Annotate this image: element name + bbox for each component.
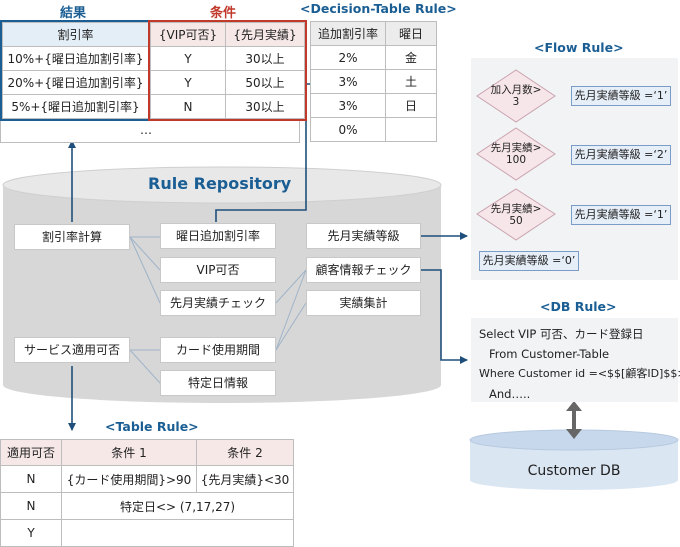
rule-vip[interactable]: VIP可否 [160, 257, 276, 283]
flow-diamond-1-line1: 加入月数> [490, 84, 542, 96]
condition-cell: 30以上 [225, 46, 305, 71]
table-rule-header-cond1: 条件 1 [61, 439, 197, 466]
repository-title: Rule Repository [148, 174, 292, 193]
flow-diamond-3-label: 先月実績> 50 [477, 203, 555, 227]
rule-service-applicability[interactable]: サービス適用可否 [14, 337, 130, 363]
table-rule-cell: {先月実績}<30 [196, 465, 294, 493]
decision-cell: 金 [385, 45, 437, 70]
table-rule-cell-merged [61, 519, 294, 547]
flow-result-4: 先月実績等級 =‘0’ [479, 251, 579, 271]
rule-weekday-discount[interactable]: 曜日追加割引率 [160, 223, 276, 249]
flow-result-3: 先月実績等級 =‘1’ [571, 205, 671, 225]
table-rule-cell: N [0, 492, 62, 520]
condition-cell: 50以上 [225, 70, 305, 95]
table-rule-title: <Table Rule> [105, 419, 199, 434]
decision-table-title: <Decision-Table Rule> [300, 1, 457, 16]
flow-rule-title: <Flow Rule> [534, 40, 624, 55]
flow-diamond-2-line1: 先月実績> [490, 142, 542, 154]
decision-cell: 土 [385, 69, 437, 94]
result-row-2: 20%+{曜日追加割引率} [2, 70, 149, 95]
db-rule-line-1: Select VIP 可否、カード登録日 [479, 327, 644, 341]
flow-diamond-2 [476, 127, 556, 181]
db-double-arrow [566, 401, 582, 439]
db-rule-line-3: Where Customer id =<$$[顧客ID]$$> [479, 367, 680, 380]
decision-header-weekday: 曜日 [385, 21, 437, 46]
decision-table: 追加割引率 曜日 2%金 3%土 3%日 0% [310, 21, 437, 142]
condition-header-last-month: {先月実績} [225, 22, 305, 47]
table-rule-cell: N [0, 465, 62, 493]
condition-title: 条件 [210, 6, 237, 21]
table-rule-cell: {カード使用期間}>90 [61, 465, 197, 493]
decision-header-rate: 追加割引率 [310, 21, 386, 46]
table-rule-header-applicable: 適用可否 [0, 439, 62, 466]
db-rule-panel: Select VIP 可否、カード登録日 From Customer-Table… [471, 318, 680, 402]
decision-cell [385, 117, 437, 142]
result-row-3: 5%+{曜日追加割引率} [2, 94, 149, 119]
condition-cell: Y [150, 70, 226, 95]
flow-diamond-3-line1: 先月実績> [490, 203, 542, 215]
table-rule: 適用可否 条件 1 条件 2 N {カード使用期間}>90 {先月実績}<30 … [0, 439, 294, 547]
result-table: 割引率 10%+{曜日追加割引率} 20%+{曜日追加割引率} 5%+{曜日追加… [0, 20, 151, 121]
flow-diamond-3-line2: 50 [509, 215, 523, 227]
rule-last-month-check[interactable]: 先月実績チェック [160, 290, 276, 316]
flow-diamond-1 [476, 69, 556, 123]
table-rule-header-cond2: 条件 2 [196, 439, 294, 466]
rule-customer-check[interactable]: 顧客情報チェック [306, 257, 421, 283]
condition-cell: N [150, 94, 226, 119]
table-rule-cell-merged: 特定日<> (7,17,27) [61, 492, 294, 520]
db-rule-line-4: And….. [489, 387, 531, 401]
ellipsis-text: … [140, 123, 152, 137]
condition-cell: 30以上 [225, 94, 305, 119]
rule-performance-total[interactable]: 実績集計 [306, 290, 421, 316]
rule-special-date[interactable]: 特定日情報 [160, 370, 276, 396]
result-row-1: 10%+{曜日追加割引率} [2, 46, 149, 71]
rule-discount-calc[interactable]: 割引率計算 [14, 224, 130, 250]
ellipsis-row [0, 121, 300, 143]
decision-cell: 3% [310, 69, 386, 94]
flow-result-2: 先月実績等級 =‘2’ [571, 145, 671, 165]
db-rule-line-2: From Customer-Table [489, 347, 610, 361]
flow-diamond-2-label: 先月実績> 100 [477, 142, 555, 166]
flow-diamond-1-label: 加入月数> 3 [477, 84, 555, 108]
flow-diamond-2-line2: 100 [505, 154, 527, 166]
flow-result-1: 先月実績等級 =‘1’ [571, 86, 671, 106]
flow-diamond-3 [476, 188, 556, 241]
rule-card-period[interactable]: カード使用期間 [160, 337, 276, 363]
result-title: 結果 [60, 6, 87, 21]
rule-last-month-grade[interactable]: 先月実績等級 [306, 223, 421, 249]
result-header: 割引率 [2, 22, 149, 47]
customer-db-cylinder [469, 429, 679, 490]
table-rule-cell: Y [0, 519, 62, 547]
repository-connectors [129, 236, 307, 384]
condition-header-vip: {VIP可否} [150, 22, 226, 47]
db-rule-title: <DB Rule> [540, 299, 617, 314]
flow-diamond-1-line2: 3 [512, 96, 520, 108]
customer-db-label: Customer DB [527, 463, 621, 479]
